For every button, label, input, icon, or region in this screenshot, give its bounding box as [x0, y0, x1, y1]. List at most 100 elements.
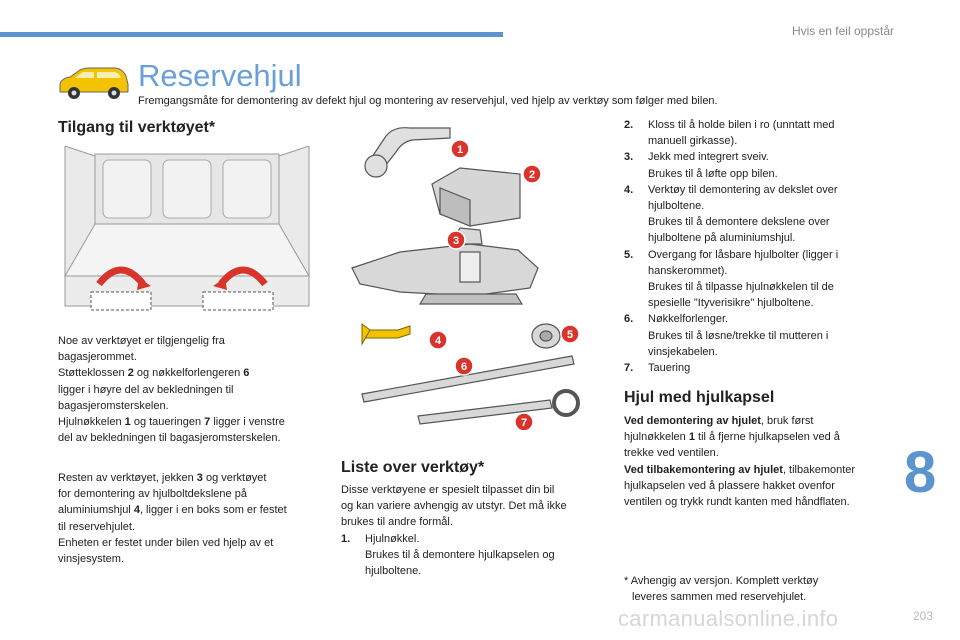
item-number	[624, 344, 648, 360]
tool-badge-label: 2	[529, 169, 535, 181]
item-text: Brukes til å løfte opp bilen.	[648, 167, 778, 180]
numbered-item-line: 4. Verktøy til demontering av dekslet ove…	[624, 182, 892, 198]
numbered-item-line: 6.Nøkkelforlenger.	[624, 311, 892, 327]
tool-badge-label: 7	[521, 417, 527, 429]
item-text: hjulboltene på aluminiumshjul.	[648, 232, 796, 245]
text-line: brukes til andre formål.	[341, 516, 453, 529]
text-line: for demontering av hjulboltdekslene på	[58, 488, 247, 501]
text-line: leveres sammen med reservehjulet.	[632, 591, 807, 603]
numbered-item-line: 3. Jekk med integrert sveiv.	[624, 149, 892, 165]
numbered-item-line: hjulboltene.	[624, 198, 892, 214]
wheel-chock	[431, 167, 521, 227]
numbered-item-line: hjulboltene på aluminiumshjul.	[624, 230, 892, 246]
item-number: 3.	[624, 151, 634, 164]
item-number	[624, 166, 648, 182]
item-number: 7.	[624, 362, 634, 375]
item-text: Hjulnøkkel.	[365, 533, 420, 545]
towing-eye	[417, 389, 580, 425]
access-paragraph-2: Resten av verktøyet, jekken 3 og verktøy…	[58, 470, 320, 567]
item-number: 2.	[624, 119, 634, 131]
item-number: 5.	[624, 248, 634, 261]
numbered-item-line: Brukes til å demontere dekslene over	[624, 214, 892, 230]
access-heading: Tilgang til verktøyet*	[58, 119, 216, 136]
text-line: ventilen og trykk rundt kanten med håndf…	[624, 496, 850, 509]
tools-list-heading: Liste over verktøy*	[341, 459, 485, 476]
text-line: Ved demontering av hjulet, bruk først	[624, 415, 814, 427]
car-icon	[59, 67, 129, 99]
tool-badge-label: 5	[567, 329, 573, 341]
tool-badge-label: 4	[435, 335, 442, 347]
numbered-item-line: manuell girkasse).	[624, 133, 892, 149]
numbered-item-line: Brukes til å løfte opp bilen.	[624, 166, 892, 182]
watermark: carmanualsonline.info	[618, 606, 839, 631]
numbered-item-line: Brukes til å tilpasse hjulnøkkelen til d…	[624, 279, 892, 295]
text-line: * Avhengig av versjon. Komplett verktøy	[624, 575, 819, 587]
item-text: hjulboltene.	[648, 200, 705, 213]
page-subtitle: Fremgangsmåte for demontering av defekt …	[138, 95, 718, 107]
item-text: Brukes til å demontere hjulkapselen og	[365, 549, 555, 562]
text-line: Hjulnøkkelen 1 og taueringen 7 ligger i …	[58, 416, 285, 429]
item-number	[624, 230, 648, 246]
tool-badge	[450, 139, 470, 159]
jack	[351, 227, 539, 305]
item-number	[624, 198, 648, 214]
numbered-tool-list: 2.Kloss til å holde bilen i ro (unntatt …	[624, 117, 892, 376]
text-line: hjulnøkkelen 1 til å fjerne hjulkapselen…	[624, 431, 840, 444]
tool-badge	[560, 324, 580, 344]
item-text: hanskerommet).	[648, 264, 728, 277]
numbered-item-line: 7. Tauering	[624, 360, 892, 376]
numbered-item-line: hanskerommet).	[624, 263, 892, 279]
tool-badge-label: 3	[453, 235, 459, 247]
text-line: og kan variere avhengig av utstyr. Det m…	[341, 500, 567, 513]
hubcap-tool	[361, 323, 411, 346]
text-line: Støtteklossen 2 og nøkkelforlengeren 6	[58, 367, 250, 380]
item-text: Verktøy til demontering av dekslet over	[648, 183, 838, 196]
wrench-extension	[361, 355, 575, 403]
text-line: del av bekledningen til bagasjeromstersk…	[58, 432, 281, 445]
text-line: ligger i høyre del av bekledningen til	[58, 383, 234, 396]
item-number: 1.	[341, 533, 351, 545]
text-line: Noe av verktøyet er tilgjengelig fra	[58, 335, 225, 347]
tool-badge-label: 6	[461, 361, 467, 373]
item-number	[624, 133, 648, 149]
tools-list-intro: Disse verktøyene er spesielt tilpasset d…	[341, 482, 599, 531]
item-text: vinsjekabelen.	[648, 345, 718, 358]
text-line: til reservehjulet.	[58, 520, 136, 533]
item-number	[624, 214, 648, 230]
tool-badge	[522, 164, 542, 184]
text-line: hjulkapselen ved å plassere hakket ovenf…	[624, 479, 835, 492]
numbered-item-line: 5.Overgang for låsbare hjulbolter (ligge…	[624, 247, 892, 263]
tool-badge	[428, 330, 448, 350]
text-line: trekke ved ventilen.	[624, 447, 719, 460]
text-line: vinsjesystem.	[58, 553, 125, 566]
numbered-item-line: vinsjekabelen.	[624, 344, 892, 360]
text-line: Disse verktøyene er spesielt tilpasset d…	[341, 484, 555, 496]
numbered-item-line: Brukes til å løsne/trekke til mutteren i	[624, 328, 892, 344]
text-line: Enheten er festet under bilen ved hjelp …	[58, 536, 274, 549]
chapter-tab: 8	[896, 441, 960, 505]
item-text: Jekk med integrert sveiv.	[648, 151, 769, 164]
section-label: Hvis en feil oppstår	[791, 24, 894, 38]
item-text: manuell girkasse).	[648, 135, 738, 148]
text-line: bagasjerommet.	[58, 351, 137, 364]
item-text: Brukes til å løsne/trekke til mutteren i	[648, 329, 829, 342]
chapter-number: 8	[904, 440, 937, 505]
item-text: Brukes til å tilpasse hjulnøkkelen til d…	[648, 281, 834, 294]
trunk-illustration	[55, 146, 319, 316]
top-accent-bar	[0, 32, 503, 37]
item-number	[624, 263, 648, 279]
item-text: spesielle "Ityverisikre" hjulboltene.	[648, 297, 814, 310]
numbered-item-line: spesielle "Ityverisikre" hjulboltene.	[624, 295, 892, 311]
page-number: 203	[913, 609, 934, 623]
access-paragraph-1: Noe av verktøyet er tilgjengelig fra bag…	[58, 333, 320, 446]
item-number: 6.	[624, 313, 634, 326]
item-text: hjulboltene.	[365, 565, 422, 578]
item-text: Tauering	[648, 362, 691, 375]
tool-badge	[514, 412, 534, 430]
footnote: * Avhengig av versjon. Komplett verktøy …	[624, 573, 894, 605]
item-number: 4.	[624, 183, 634, 196]
text-line: Resten av verktøyet, jekken 3 og verktøy…	[58, 472, 267, 484]
page-title: Reservehjul	[138, 58, 302, 93]
item-number	[624, 328, 648, 344]
